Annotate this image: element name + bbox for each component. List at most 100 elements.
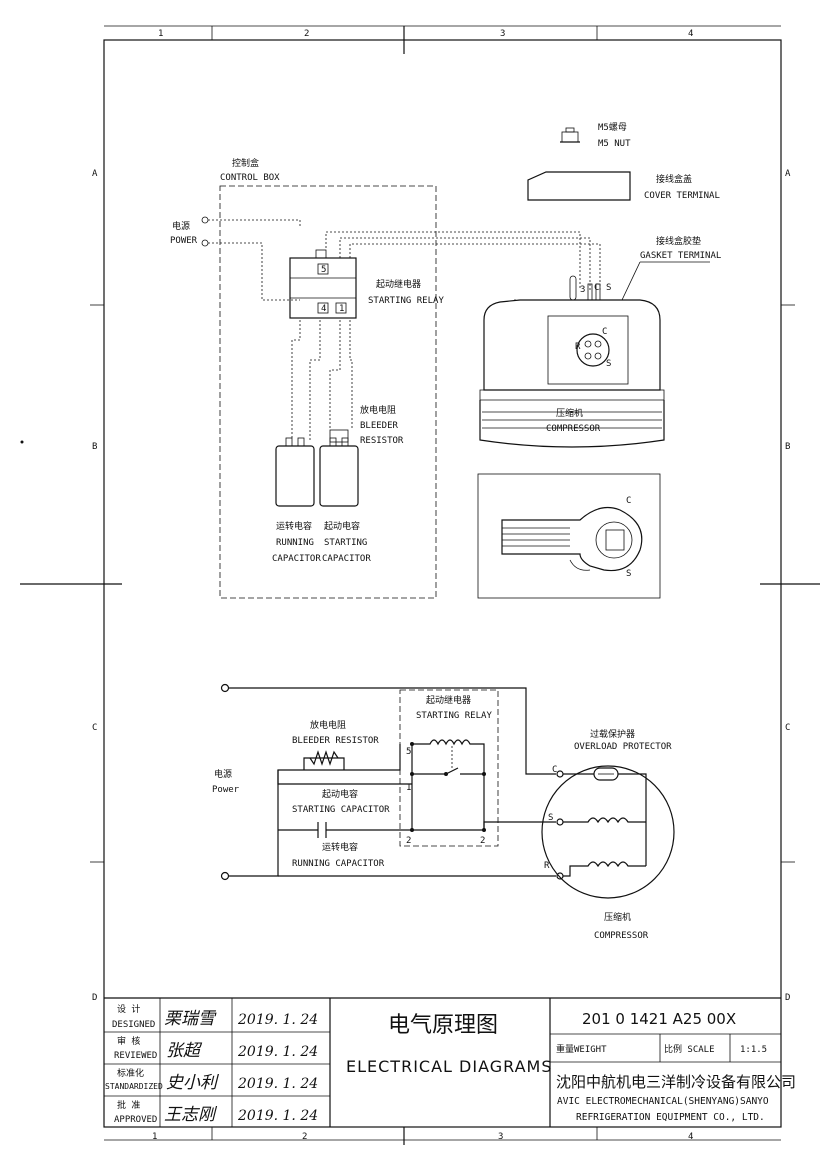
standardized-signature: 史小利	[166, 1073, 220, 1093]
sch-pin-2b: 2	[480, 836, 485, 846]
col-label-bottom-3: 3	[498, 1132, 503, 1142]
terminal-3-label: 3	[580, 285, 585, 295]
sch-start-winding	[563, 817, 646, 824]
terminal-detail-box	[477, 473, 661, 599]
sch-relay-label-cn: 起动继电器	[426, 694, 471, 706]
relay-pin-5: 5	[321, 265, 326, 275]
designed-label-en: DESIGNED	[112, 1020, 155, 1030]
drawing-number: 201 0 1421 A25 00X	[582, 1010, 736, 1028]
detail-c-label: C	[626, 496, 631, 506]
sch-pin-5: 5	[406, 747, 411, 757]
drawing-title-en: ELECTRICAL DIAGRAMS	[346, 1057, 553, 1076]
drawing-title-cn: 电气原理图	[388, 1013, 498, 1038]
standardized-date: 2019. 1. 24	[237, 1076, 318, 1092]
sch-overload-label-en: OVERLOAD PROTECTOR	[574, 742, 672, 752]
top-bleeder-label-en1: BLEEDER	[360, 421, 399, 431]
detail-s-label: S	[626, 569, 631, 579]
standardized-label-cn: 标准化	[117, 1067, 144, 1079]
compressor-body	[479, 275, 665, 448]
sch-relay-box	[399, 689, 499, 847]
row-label-left-d: D	[92, 993, 97, 1003]
row-label-left-c: C	[92, 723, 97, 733]
sch-pin-c: C	[552, 765, 557, 775]
sch-bleeder-label-cn: 放电电阻	[310, 719, 346, 731]
top-power-label-cn: 电源	[172, 220, 190, 232]
plate-s-label: S	[606, 359, 611, 369]
nut-label-en: M5 NUT	[598, 139, 631, 149]
drawing-border	[103, 39, 782, 1128]
sch-pin-s: S	[548, 813, 553, 823]
plate-c-label: C	[602, 327, 607, 337]
sch-run-cap-label-en: RUNNING CAPACITOR	[292, 859, 385, 869]
cover-terminal-shape	[527, 171, 631, 201]
col-label-bottom-1: 1	[152, 1132, 157, 1142]
gasket-label-cn: 接线盒胶垫	[656, 235, 701, 247]
row-label-right-b: B	[785, 442, 790, 452]
sch-bleeder-label-en: BLEEDER RESISTOR	[292, 736, 379, 746]
col-label-top-3: 3	[500, 29, 505, 39]
standardized-label-en: STANDARDIZED	[105, 1082, 163, 1091]
top-run-cap-label-en2: CAPACITOR	[272, 554, 321, 564]
top-start-cap-label-en1: STARTING	[324, 538, 367, 548]
sch-power-terminal-bottom	[220, 871, 230, 881]
terminal-c-label: C	[594, 283, 599, 293]
sch-pin-r: R	[544, 861, 550, 871]
gasket-label-en: GASKET TERMINAL	[640, 251, 721, 261]
starting-relay-body	[289, 249, 357, 319]
plate-r-label: R	[575, 342, 581, 352]
control-box-outline	[219, 185, 437, 599]
sch-compressor-label-cn: 压缩机	[604, 911, 631, 923]
terminal-s-label: S	[606, 283, 611, 293]
sch-compressor-circle	[541, 765, 675, 899]
sch-power-terminal-top	[220, 683, 230, 693]
approved-signature: 王志刚	[164, 1105, 218, 1125]
m5-nut-icon	[560, 127, 580, 143]
designed-signature: 栗瑞雪	[164, 1009, 217, 1029]
approved-label-cn: 批 准	[117, 1099, 140, 1111]
sch-start-cap-label-cn: 起动电容	[322, 788, 358, 800]
row-label-left-b: B	[92, 442, 97, 452]
col-label-top-4: 4	[688, 29, 693, 39]
sch-overload-label-cn: 过载保护器	[590, 728, 635, 740]
terminal-detail-drawing	[501, 507, 643, 572]
scale-value: 1:1.5	[740, 1045, 767, 1055]
company-name-cn: 沈阳中航机电三洋制冷设备有限公司	[556, 1073, 796, 1091]
power-terminal-1	[201, 216, 209, 224]
sch-run-cap-label-cn: 运转电容	[322, 841, 358, 853]
relay-pin-4: 4	[321, 304, 326, 314]
sch-pin-2a: 2	[406, 836, 411, 846]
sch-start-cap-label-en: STARTING CAPACITOR	[292, 805, 390, 815]
company-name-en-1: AVIC ELECTROMECHANICAL(SHENYANG)SANYO	[557, 1096, 769, 1107]
power-terminal-2	[201, 239, 209, 247]
reviewed-signature: 张超	[166, 1041, 203, 1061]
control-box-label-cn: 控制盒	[232, 157, 259, 169]
sch-pin-1: 1	[406, 783, 411, 793]
sch-run-winding	[563, 861, 646, 877]
row-label-right-a: A	[785, 169, 791, 179]
company-name-en-2: REFRIGERATION EQUIPMENT CO., LTD.	[576, 1112, 765, 1123]
sch-compressor-label-en: COMPRESSOR	[594, 931, 649, 941]
sch-relay-label-en: STARTING RELAY	[416, 711, 492, 721]
reviewed-date: 2019. 1. 24	[237, 1044, 318, 1060]
approved-date: 2019. 1. 24	[237, 1108, 318, 1124]
sch-power-label-cn: 电源	[214, 768, 232, 780]
designed-date: 2019. 1. 24	[237, 1012, 318, 1028]
top-run-cap-label-en1: RUNNING	[276, 538, 314, 548]
scale-label: 比例 SCALE	[664, 1043, 715, 1055]
top-bleeder-label-cn: 放电电阻	[360, 404, 396, 416]
designed-label-cn: 设 计	[117, 1003, 140, 1015]
row-label-right-d: D	[785, 993, 790, 1003]
sch-bleeder-resistor-symbol	[309, 750, 339, 766]
running-capacitor-shape	[275, 437, 315, 507]
starting-capacitor-shape	[319, 429, 359, 507]
control-box-label-en: CONTROL BOX	[220, 173, 280, 183]
top-start-cap-label-cn: 起动电容	[324, 520, 360, 532]
nut-label-cn: M5螺母	[598, 122, 627, 133]
col-label-top-1: 1	[158, 29, 163, 39]
row-label-right-c: C	[785, 723, 790, 733]
top-compressor-label-en: COMPRESSOR	[546, 424, 601, 434]
col-label-top-2: 2	[304, 29, 309, 39]
relay-pin-1: 1	[339, 304, 344, 314]
col-label-bottom-4: 4	[688, 1132, 693, 1142]
